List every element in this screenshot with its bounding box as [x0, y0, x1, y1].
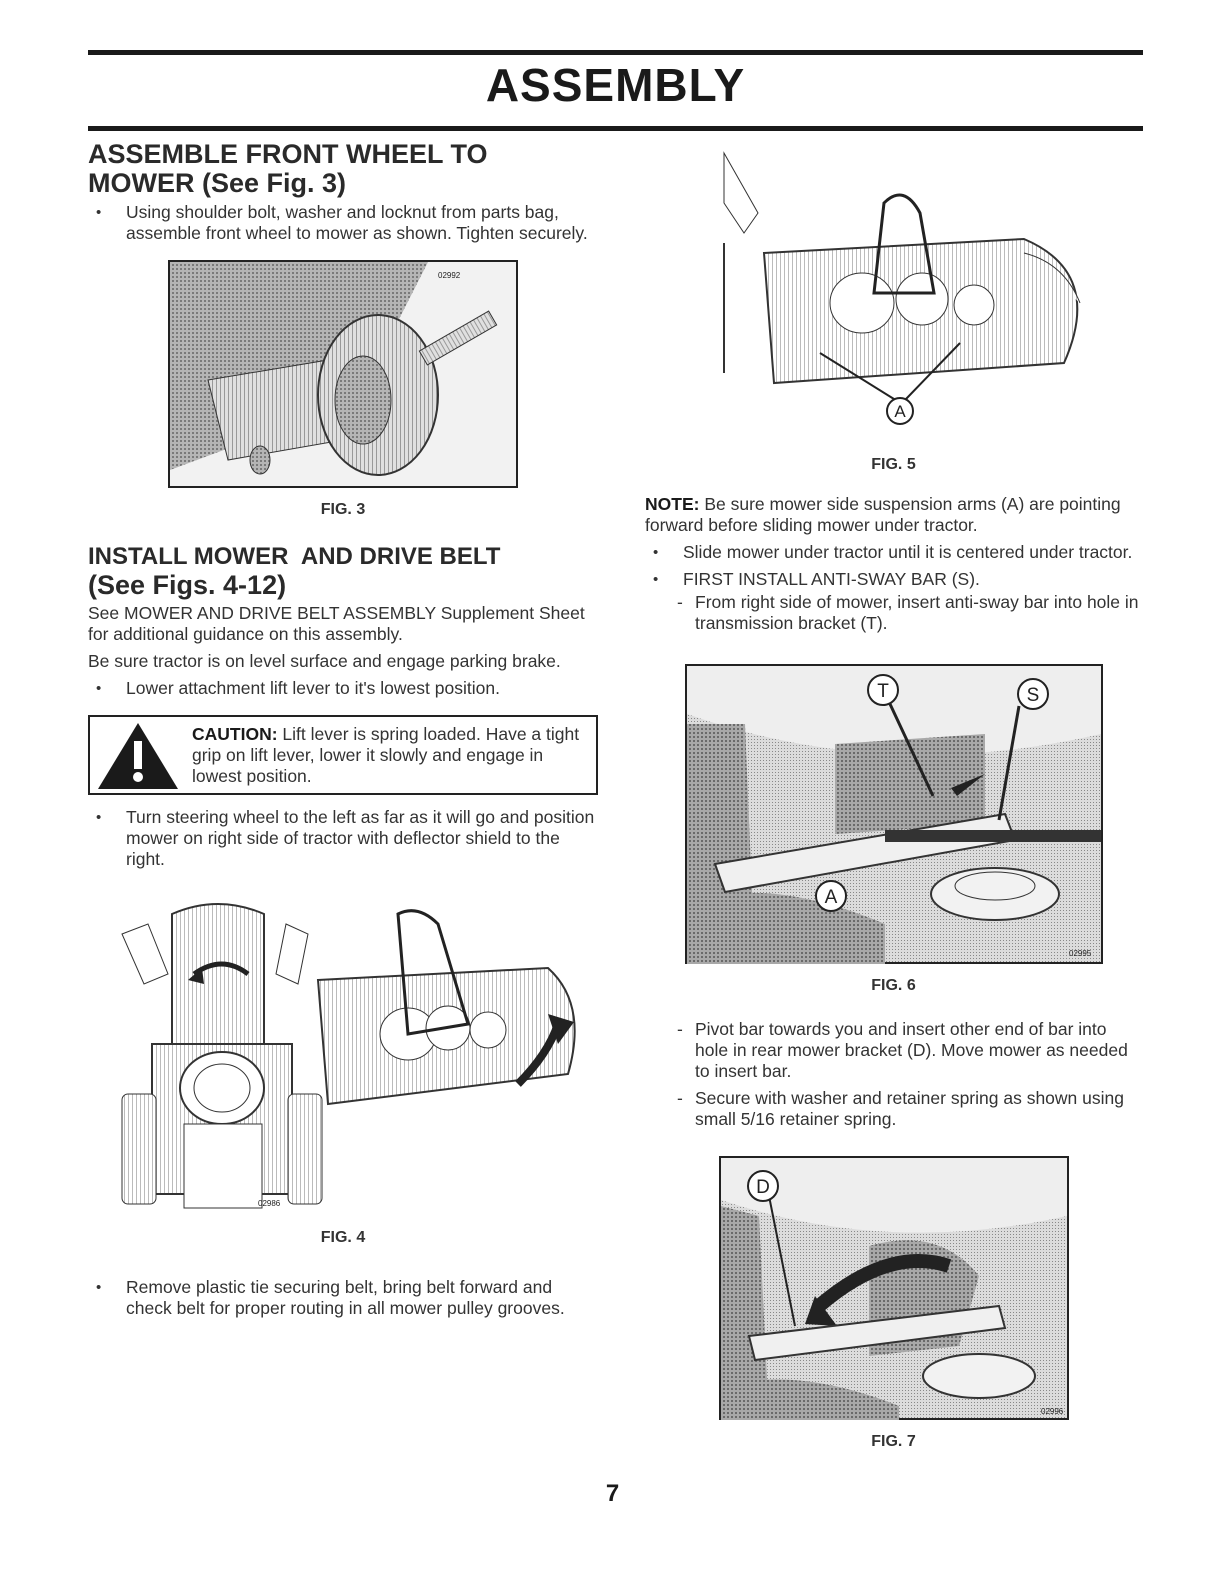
- list-item: Slide mower under tractor until it is ce…: [645, 542, 1142, 563]
- list-item: Pivot bar towards you and insert other e…: [645, 1019, 1142, 1082]
- fig6-label-t: T: [877, 681, 889, 702]
- list-item: Using shoulder bolt, washer and locknut …: [88, 202, 598, 244]
- section-heading-front-wheel: ASSEMBLE FRONT WHEEL TO MOWER (See Fig. …: [88, 140, 598, 198]
- level-surface-paragraph: Be sure tractor is on level surface and …: [88, 651, 561, 671]
- page-number: 7: [605, 1480, 620, 1507]
- fig5-label-a: A: [894, 402, 906, 421]
- list-item: Remove plastic tie securing belt, bring …: [88, 1277, 598, 1319]
- fig7-caption: FIG. 7: [871, 1433, 916, 1450]
- fig6-label-a: A: [824, 887, 837, 908]
- fig3-code: 02992: [438, 271, 461, 280]
- pivot-bar-steps: Pivot bar towards you and insert other e…: [645, 1019, 1142, 1130]
- steering-steps: Turn steering wheel to the left as far a…: [88, 807, 598, 870]
- top-rule: [88, 50, 1143, 55]
- belt-steps: Remove plastic tie securing belt, bring …: [88, 1277, 598, 1319]
- figure-3: 02992 FIG. 3: [168, 260, 518, 519]
- note-text: Be sure mower side suspension arms (A) a…: [645, 494, 1121, 535]
- fig4-code: 02986: [258, 1199, 281, 1208]
- right-column: A FIG. 5 NOTE: Be sure mower side suspen…: [645, 143, 1142, 1451]
- lift-lever-steps: Lower attachment lift lever to it's lowe…: [88, 678, 598, 699]
- section-heading-install-mower: INSTALL MOWER AND DRIVE BELT (See Figs. …: [88, 543, 598, 599]
- fig5-caption: FIG. 5: [871, 456, 916, 473]
- list-item: Turn steering wheel to the left as far a…: [88, 807, 598, 870]
- caution-text: CAUTION: Lift lever is spring loaded. Ha…: [186, 724, 596, 787]
- warning-icon: [98, 723, 178, 789]
- fig6-code: 02995: [1069, 949, 1092, 958]
- front-wheel-steps: Using shoulder bolt, washer and locknut …: [88, 202, 598, 244]
- list-item: Lower attachment lift lever to it's lowe…: [88, 678, 598, 699]
- supplement-paragraph: See MOWER AND DRIVE BELT ASSEMBLY Supple…: [88, 603, 585, 644]
- slide-mower-steps: Slide mower under tractor until it is ce…: [645, 542, 1142, 590]
- caution-body: Lift lever is spring loaded. Have a tigh…: [192, 723, 580, 786]
- figure-6: T S A 02995 FIG. 6: [684, 664, 1103, 995]
- heading-line-1: INSTALL MOWER AND DRIVE BELT: [88, 543, 501, 570]
- list-item: FIRST INSTALL ANTI-SWAY BAR (S).: [645, 569, 1142, 590]
- page-title: ASSEMBLY: [485, 59, 746, 111]
- fig7-code: 02996: [1041, 1407, 1064, 1416]
- figure-7: D 02996 FIG. 7: [718, 1156, 1069, 1451]
- fig7-illustration: D 02996: [718, 1156, 1069, 1420]
- list-item: From right side of mower, insert anti-sw…: [645, 592, 1142, 634]
- fig5-illustration: A: [722, 151, 1080, 425]
- heading-line-2: MOWER (See Fig. 3): [88, 168, 347, 198]
- note-label: NOTE:: [645, 494, 700, 514]
- fig6-caption: FIG. 6: [871, 977, 916, 994]
- note-paragraph: NOTE: Be sure mower side suspension arms…: [645, 494, 1142, 536]
- title-rule: [88, 126, 1143, 131]
- fig4-illustration: 02986: [121, 903, 576, 1209]
- caution-label: CAUTION:: [192, 723, 278, 744]
- caution-box: CAUTION: Lift lever is spring loaded. Ha…: [88, 715, 598, 795]
- fig3-illustration: 02992: [168, 260, 518, 488]
- left-column: ASSEMBLE FRONT WHEEL TO MOWER (See Fig. …: [88, 140, 598, 1327]
- list-item: Secure with washer and retainer spring a…: [645, 1088, 1142, 1130]
- fig7-label-d: D: [756, 1177, 770, 1198]
- heading-line-2: (See Figs. 4-12): [88, 570, 287, 600]
- figure-4: 02986 FIG. 4: [108, 894, 578, 1247]
- fig3-caption: FIG. 3: [320, 501, 366, 518]
- figure-5: A FIG. 5: [684, 143, 1104, 474]
- fig6-label-s: S: [1026, 685, 1039, 706]
- anti-sway-steps: From right side of mower, insert anti-sw…: [645, 592, 1142, 634]
- fig4-caption: FIG. 4: [320, 1229, 366, 1246]
- heading-line-1: ASSEMBLE FRONT WHEEL TO: [88, 139, 488, 169]
- fig6-illustration: T S A 02995: [684, 664, 1103, 964]
